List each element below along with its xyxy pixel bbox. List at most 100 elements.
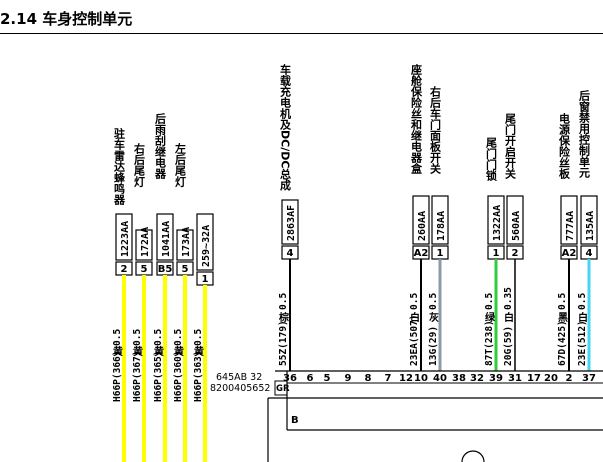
pin-label-c7: A2 xyxy=(414,248,429,259)
connector-label-c8: 178AA xyxy=(436,211,447,241)
bcm-ground-symbol xyxy=(461,450,485,462)
bcm-pin-36: 36 xyxy=(283,373,297,384)
page-header: 2.14 车身控制单元 xyxy=(0,0,603,34)
connector-box-c9 xyxy=(487,195,505,245)
pin-label-c4: 5 xyxy=(182,264,189,275)
bcm-pin-5: 5 xyxy=(324,373,331,384)
wire-color-c9: 绿 xyxy=(485,311,496,324)
wire-code-c7: 23EA(507) xyxy=(409,315,420,366)
bcm-pin-31: 31 xyxy=(508,373,522,384)
page-title: 2.14 车身控制单元 xyxy=(0,10,133,28)
dest-label-c4: 左后尾灯 xyxy=(174,142,188,188)
pin-label-c12: 4 xyxy=(586,248,593,259)
wire-size-c9: 0.5 xyxy=(484,293,495,310)
pin-label-c2: 5 xyxy=(141,264,148,275)
bcm-pin-37: 37 xyxy=(582,373,596,384)
pin-label-c11: A2 xyxy=(562,248,577,259)
bcm-pin-9: 9 xyxy=(345,373,352,384)
dest-label-c10: 尾门开启开关 xyxy=(504,113,518,180)
connector-box-c3 xyxy=(156,213,174,261)
bcm-pin-17: 17 xyxy=(527,373,541,384)
connector-label-c6: 2863AF xyxy=(286,205,297,241)
wire-code-c2: H66P(367) xyxy=(132,351,143,402)
connector-label-c11: 777AA xyxy=(565,211,576,241)
pin-label-c5: 1 xyxy=(202,274,209,285)
bcm-pin-20: 20 xyxy=(544,373,558,384)
dest-label-c7: 座舱保险丝和继电器盒 xyxy=(410,63,424,175)
connector-box-c2 xyxy=(135,229,153,261)
connector-label-c7: 260AA xyxy=(417,211,428,241)
bcm-pin-32: 32 xyxy=(470,373,484,384)
pin-label-c1: 2 xyxy=(121,264,128,275)
dest-label-c3: 后雨刮继电器 xyxy=(154,112,168,180)
wire-color-c11: 黑 xyxy=(558,312,568,324)
dest-label-c9: 尾门门锁 xyxy=(485,137,499,182)
wire-size-c6: 0.5 xyxy=(278,293,289,310)
wire-color-c6: 棕 xyxy=(278,311,289,324)
wire-color-c12: 白 xyxy=(578,311,588,324)
bcm-pin-10: 10 xyxy=(414,373,428,384)
wire-color-c3: 黄 xyxy=(154,345,164,358)
bcm-connector-letter: B xyxy=(291,415,299,426)
connector-label-c9: 1322AA xyxy=(492,205,503,241)
bcm-ref-bottom: 8200405652 xyxy=(210,383,270,394)
connector-box-c5 xyxy=(196,213,214,271)
connector-label-c1: 1223AA xyxy=(120,221,131,257)
wire-size-c5: 0.5 xyxy=(193,329,204,346)
dest-label-c8: 右后车门面板开关 xyxy=(429,85,443,175)
connector-box-c10 xyxy=(506,195,524,245)
bcm-pin-38: 38 xyxy=(452,373,466,384)
header-rule xyxy=(0,33,603,34)
bcm-pin-12: 12 xyxy=(399,373,413,384)
connector-label-c10: 560AA xyxy=(511,211,522,241)
wire-code-c6: 55Z(179) xyxy=(278,320,289,366)
connector-label-c3: 1041AA xyxy=(161,221,172,257)
wire-size-c1: 0.5 xyxy=(112,329,123,346)
bcm-pin-7: 7 xyxy=(385,373,392,384)
connector-label-c5: 259~32A xyxy=(201,225,212,267)
wire-size-c4: 0.5 xyxy=(173,329,184,346)
wire-color-c8: 灰 xyxy=(429,311,439,324)
connector-box-c1 xyxy=(115,213,133,261)
dest-label-c11: 电源保险丝板 xyxy=(558,112,572,180)
bcm-pin-8: 8 xyxy=(365,373,372,384)
bcm-pin-40: 40 xyxy=(433,373,447,384)
connector-box-c7 xyxy=(412,195,430,245)
wire-size-c2: 0.5 xyxy=(132,329,143,346)
connector-box-c8 xyxy=(431,195,449,245)
wire-code-c10: 20G(59) xyxy=(503,326,514,366)
dest-label-c2: 右后尾灯 xyxy=(133,142,147,188)
wire-code-c11: 67D(425) xyxy=(557,320,568,366)
wire-size-c3: 0.5 xyxy=(153,329,164,346)
pin-label-c6: 4 xyxy=(287,248,294,259)
wire-color-c5: 黄 xyxy=(194,345,204,358)
wire-size-c10: 0.35 xyxy=(503,287,514,310)
connector-box-c11 xyxy=(560,195,578,245)
wire-code-c12: 23E(512) xyxy=(577,320,588,366)
wire-color-c1: 黄 xyxy=(113,345,123,358)
connector-box-c6 xyxy=(281,199,299,245)
pin-label-c8: 1 xyxy=(437,248,444,259)
wire-size-c12: 0.5 xyxy=(577,293,588,310)
dest-label-c1: 驻车雷达蜂鸣器 xyxy=(113,127,127,206)
wire-size-c11: 0.5 xyxy=(557,293,568,310)
wire-code-c5: H66P(363) xyxy=(193,351,204,402)
wire-code-c8: 13G(29) xyxy=(428,326,439,366)
wire-color-c4: 黄 xyxy=(174,345,184,358)
connector-label-c12: 135AA xyxy=(585,211,596,241)
wire-code-c4: H66P(360) xyxy=(173,351,184,402)
bcm-connector-id: GR xyxy=(276,384,290,394)
wire-size-c7: 0.5 xyxy=(409,293,420,310)
connector-box-c4 xyxy=(176,229,194,261)
pin-label-c9: 1 xyxy=(493,248,500,259)
connector-label-c4: 173AA xyxy=(181,227,192,257)
pin-label-c10: 2 xyxy=(512,248,519,259)
wire-color-c7: 白 xyxy=(410,311,420,324)
bcm-ref-top: 645AB 32 xyxy=(216,372,262,383)
connector-box-c12 xyxy=(580,195,598,245)
wire-size-c8: 0.5 xyxy=(428,293,439,310)
wire-code-c1: H66P(366) xyxy=(112,351,123,402)
bcm-pin-6: 6 xyxy=(307,373,314,384)
wire-color-c2: 黄 xyxy=(133,345,143,358)
